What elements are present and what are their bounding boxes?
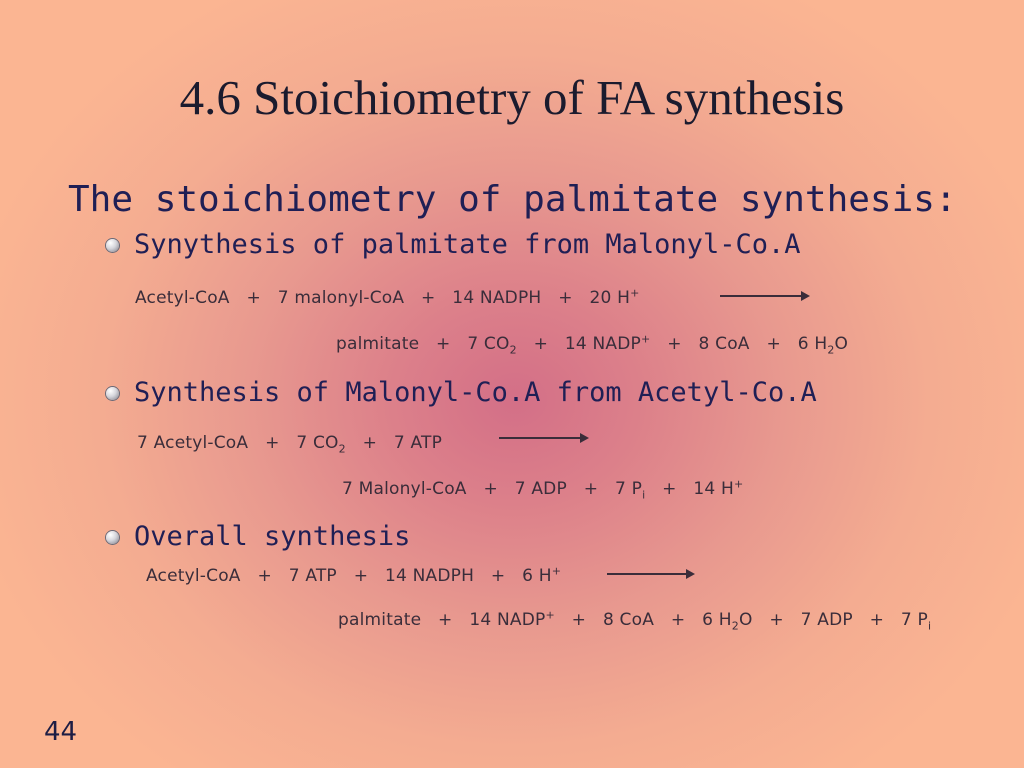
reactant: 20 H (589, 288, 631, 308)
bullet-icon (106, 239, 119, 252)
product: 7 ADP (514, 479, 567, 499)
product: 14 NADP (564, 334, 641, 354)
reactant: 14 NADPH (452, 288, 542, 308)
plus-sign: + (667, 334, 682, 354)
bullet-overall-synthesis: Overall synthesis (134, 521, 411, 552)
plus-sign: + (483, 479, 498, 499)
equation-3-reactants: Acetyl-CoA + 7 ATP + 14 NADPH + 6 H+ (146, 565, 561, 587)
superscript: + (734, 477, 744, 491)
plus-sign: + (571, 610, 587, 630)
subscript: 2 (338, 442, 346, 456)
equation-1-reactants: Acetyl-CoA + 7 malonyl-CoA + 14 NADPH + … (135, 287, 640, 309)
superscript: + (641, 332, 651, 346)
product: 6 H (797, 334, 828, 354)
plus-sign: + (558, 288, 573, 308)
reactant: Acetyl-CoA (135, 288, 230, 308)
plus-sign: + (583, 479, 599, 499)
plus-sign: + (436, 334, 451, 354)
superscript: + (545, 608, 555, 622)
reactant: 6 H (522, 566, 552, 586)
equation-1-products: palmitate + 7 CO2 + 14 NADP+ + 8 CoA + 6… (336, 333, 848, 355)
reaction-arrow-icon (499, 433, 589, 443)
plus-sign: + (766, 334, 781, 354)
plus-sign: + (869, 610, 885, 630)
page-number: 44 (44, 717, 78, 747)
product: palmitate (336, 334, 420, 354)
subscript: 2 (827, 343, 835, 357)
plus-sign: + (353, 566, 369, 586)
reaction-arrow-icon (607, 569, 695, 579)
reactant: 7 CO (296, 433, 339, 453)
reaction-arrow-icon (720, 291, 810, 301)
plus-sign: + (257, 566, 272, 586)
plus-sign: + (662, 479, 677, 499)
equation-2-products: 7 Malonyl-CoA + 7 ADP + 7 Pi + 14 H+ (342, 478, 743, 500)
product: 7 P (900, 610, 928, 630)
subscript: 2 (731, 619, 739, 633)
product: 7 P (614, 479, 643, 499)
plus-sign: + (438, 610, 453, 630)
reactant: 7 ATP (288, 566, 337, 586)
plus-sign: + (490, 566, 506, 586)
product: 8 CoA (602, 610, 655, 630)
product: 6 H (702, 610, 732, 630)
bullet-icon (106, 531, 119, 544)
product: 7 ADP (800, 610, 853, 630)
plus-sign: + (246, 288, 261, 308)
reactant: 7 malonyl-CoA (277, 288, 405, 308)
reactant: Acetyl-CoA (146, 566, 241, 586)
lead-text: The stoichiometry of palmitate synthesis… (68, 179, 957, 220)
reactant: 7 ATP (393, 433, 443, 453)
plus-sign: + (670, 610, 686, 630)
bullet-malonyl-from-acetyl: Synthesis of Malonyl-Co.A from Acetyl-Co… (134, 377, 817, 408)
subscript: i (927, 619, 932, 633)
bullet-palmitate-from-malonyl: Synythesis of palmitate from Malonyl-Co.… (134, 229, 801, 260)
plus-sign: + (421, 288, 436, 308)
subscript: 2 (509, 343, 517, 357)
product: 8 CoA (698, 334, 750, 354)
reactant: 14 NADPH (384, 566, 475, 586)
superscript: + (551, 564, 562, 578)
product: palmitate (338, 610, 422, 630)
subscript: i (642, 488, 646, 502)
plus-sign: + (769, 610, 784, 630)
bullet-icon (106, 387, 119, 400)
plus-sign: + (533, 334, 549, 354)
reactant: 7 Acetyl-CoA (137, 433, 249, 453)
equation-2-reactants: 7 Acetyl-CoA + 7 CO2 + 7 ATP (137, 432, 442, 454)
product-suffix: O (738, 610, 753, 630)
superscript: + (630, 286, 640, 300)
plus-sign: + (362, 433, 378, 453)
plus-sign: + (265, 433, 280, 453)
slide-title: 4.6 Stoichiometry of FA synthesis (179, 70, 845, 125)
equation-3-products: palmitate + 14 NADP+ + 8 CoA + 6 H2O + 7… (338, 609, 931, 631)
product: 14 H (693, 479, 735, 499)
product: 7 Malonyl-CoA (342, 479, 467, 499)
product-suffix: O (834, 334, 849, 354)
product: 14 NADP (469, 610, 546, 630)
product: 7 CO (467, 334, 510, 354)
